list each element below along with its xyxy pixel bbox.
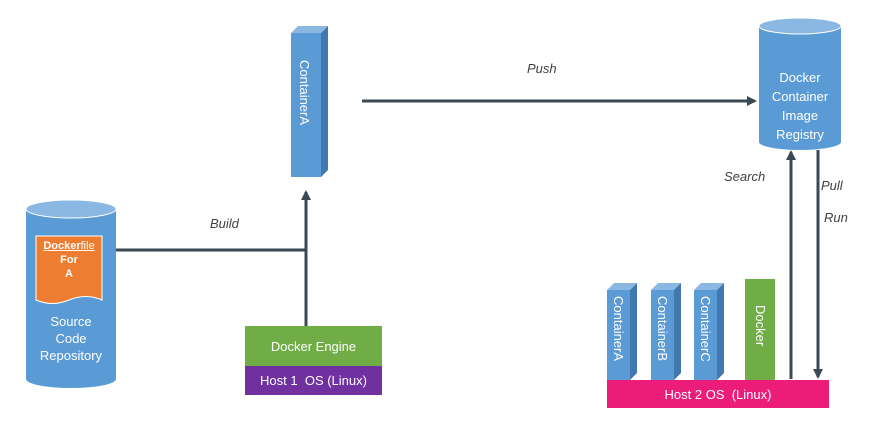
search-label: Search — [724, 169, 766, 184]
host2-container-a — [607, 283, 637, 380]
dockerfile-document — [35, 235, 103, 304]
push-label: Push — [527, 61, 557, 76]
host2-container-a-label: ContainerA — [611, 296, 626, 362]
dockerfile-line3: A — [65, 268, 73, 280]
host2-container-b-label: ContainerB — [655, 296, 670, 362]
run-label: Run — [824, 210, 848, 225]
pull-label: Pull — [821, 178, 843, 193]
docker-engine-label: Docker Engine — [270, 338, 357, 354]
source-repo-label: Source Code Repository — [39, 314, 103, 363]
host2-docker-label: Docker — [753, 305, 768, 347]
host2-container-b — [651, 283, 681, 380]
container-a-box — [291, 26, 328, 177]
dockerfile-line2: For — [60, 254, 78, 266]
dockerfile-title-rest: file — [80, 240, 95, 252]
host2-container-c — [694, 283, 724, 380]
registry-label: Docker Container Image Registry — [771, 70, 829, 142]
dockerfile-label: Dockerfile For A — [36, 239, 102, 281]
host1-os-box: Host 1 OS (Linux) — [245, 366, 382, 395]
host2-os-label: Host 2 OS (Linux) — [664, 386, 772, 402]
dockerfile-title-bold: Docker — [43, 240, 81, 252]
host2-docker-box — [745, 279, 775, 380]
dockerfile-title: Dockerfile — [36, 239, 102, 253]
registry-cylinder — [758, 17, 842, 150]
docker-engine-box: Docker Engine — [245, 326, 382, 366]
container-a-label: ContainerA — [297, 60, 312, 126]
host2-container-c-label: ContainerC — [698, 296, 713, 362]
build-label: Build — [210, 216, 239, 231]
host2-os-box: Host 2 OS (Linux) — [607, 380, 829, 408]
host1-os-label: Host 1 OS (Linux) — [260, 373, 367, 388]
